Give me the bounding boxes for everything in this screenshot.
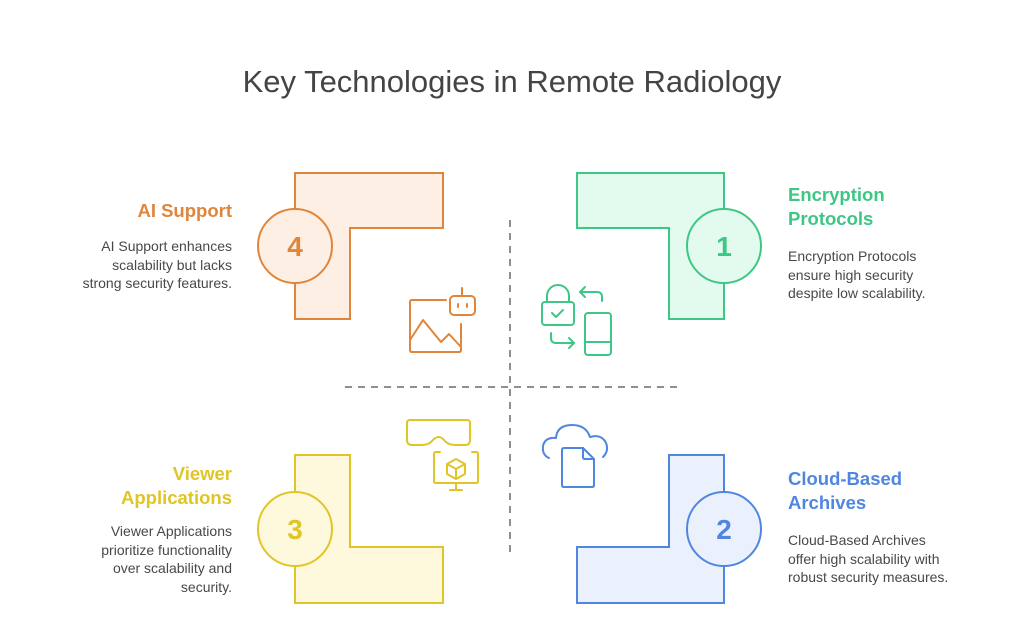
description-line: AI Support enhances: [101, 238, 232, 254]
number-badge-4: [257, 208, 333, 284]
number-badge-1: [686, 208, 762, 284]
axis-dividers: [345, 220, 677, 555]
quadrant-shape-cloud-based-archives: 2: [576, 454, 762, 604]
description-line: scalability but lacks: [112, 256, 232, 273]
number-4: 4: [287, 231, 303, 262]
lock-phone-sync-icon: [541, 284, 612, 356]
heading-ai-support: AI Support: [20, 199, 232, 223]
quadrant-shape-encryption-protocols: 1: [576, 172, 762, 320]
description-line: over scalability and: [112, 560, 232, 576]
description-line: offer high scalability with: [788, 550, 940, 567]
number-2: 2: [716, 514, 732, 545]
description-cloud-based-archives: Cloud-Based Archives offer high scalabil…: [788, 531, 1008, 587]
page-title: Key Technologies in Remote Radiology: [242, 64, 782, 99]
number-1: 1: [716, 231, 732, 262]
description-line: strong security features.: [82, 275, 232, 291]
heading-cloud-based-archives: Cloud-Based Archives: [788, 467, 1008, 515]
heading-line: Protocols: [788, 208, 874, 229]
number-badge-2: [686, 491, 762, 567]
description-line: Encryption Protocols: [788, 248, 917, 264]
description-line: security.: [180, 578, 232, 595]
description-line: ensure high security: [788, 266, 914, 283]
heading-line: Encryption: [788, 184, 885, 205]
description-line: prioritize functionality: [101, 541, 232, 558]
description-line: Cloud-Based Archives: [788, 532, 926, 548]
heading-line: Applications: [120, 487, 232, 508]
image-robot-icon: [409, 287, 476, 353]
description-line: despite low scalability.: [788, 285, 926, 301]
heading-line: Archives: [788, 492, 867, 513]
description-ai-support: AI Support enhances scalability but lack…: [20, 237, 232, 293]
description-viewer-applications: Viewer Applications prioritize functiona…: [20, 522, 232, 596]
description-encryption-protocols: Encryption Protocols ensure high securit…: [788, 247, 1008, 303]
heading-line: Viewer: [172, 463, 232, 484]
quadrant-shape-viewer-applications: 3: [257, 454, 444, 604]
heading-line: Cloud-Based: [788, 468, 903, 489]
number-3: 3: [287, 514, 303, 545]
quadrant-shape-ai-support: 4: [257, 172, 444, 320]
description-line: robust security measures.: [788, 569, 949, 585]
number-badge-3: [257, 491, 333, 567]
heading-encryption-protocols: Encryption Protocols: [788, 183, 1008, 231]
description-line: Viewer Applications: [110, 523, 232, 539]
heading-line: AI Support: [137, 200, 232, 221]
cloud-document-icon: [541, 424, 609, 488]
vr-monitor-cube-icon: [406, 419, 479, 491]
heading-viewer-applications: Viewer Applications: [20, 462, 232, 510]
